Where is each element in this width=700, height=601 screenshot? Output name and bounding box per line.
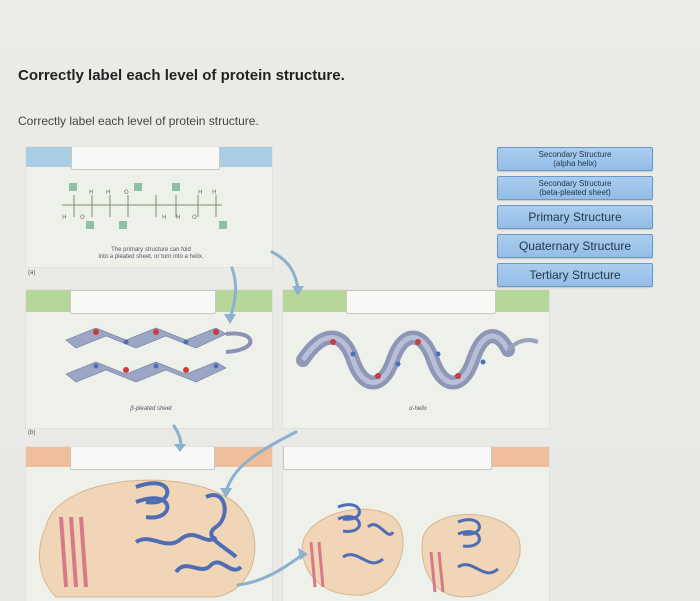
question-instruction: Correctly label each level of protein st… [18,114,259,128]
svg-text:H: H [106,189,111,196]
svg-text:O: O [192,214,197,221]
arrow-primary-to-alpha [270,250,300,292]
svg-text:H: H [89,189,94,196]
beta-caption: β-pleated sheet [130,406,172,412]
panel-beta-sheet: β-pleated sheet [26,290,272,428]
drop-zone-tertiary[interactable] [70,447,215,470]
label-primary[interactable]: Primary Structure [497,205,653,229]
label-line2: (beta-pleated sheet) [539,188,611,197]
beta-sheet-illustration [65,327,253,383]
panel-alpha-helix: α-helix [283,290,549,428]
label-secondary-beta[interactable]: Secondary Structure (beta-pleated sheet) [497,176,653,200]
label-secondary-alpha[interactable]: Secondary Structure (alpha helix) [497,147,653,171]
label-line2: (alpha helix) [553,159,597,168]
label-line1: Quaternary Structure [518,238,632,253]
label-tertiary[interactable]: Tertiary Structure [497,263,653,287]
svg-text:H: H [212,189,217,196]
alpha-caption: α-helix [409,406,427,412]
figure-tag-a: (a) [28,270,36,276]
label-line1: Primary Structure [528,209,622,224]
label-quaternary[interactable]: Quaternary Structure [497,234,653,258]
svg-text:O: O [124,189,129,196]
svg-text:H: H [162,214,167,221]
label-line1: Tertiary Structure [529,267,621,282]
amino-acid-chain-illustration: H H O H H H O H H O [62,183,227,229]
panel-quaternary [283,447,549,601]
svg-text:H: H [176,214,181,221]
panel-tertiary [26,447,272,601]
tertiary-structure-illustration [38,479,256,598]
page-title: Correctly label each level of protein st… [18,67,345,84]
svg-text:O: O [80,214,85,221]
drop-zone-beta-sheet[interactable] [70,290,216,314]
svg-text:H: H [62,214,67,221]
drop-zone-quaternary[interactable] [283,447,492,470]
drop-zone-alpha-helix[interactable] [346,290,496,314]
alpha-helix-illustration [296,329,539,390]
label-line1: Secondary Structure [538,179,612,188]
figure-tag-b: (b) [28,430,36,436]
label-line1: Secondary Structure [538,150,612,159]
arrow-beta-to-tertiary [172,424,183,450]
panel-primary: H H O H H H O H H O The primary structure can … [26,147,272,267]
primary-caption: The primary structure can fold into a pl… [98,247,204,260]
quaternary-structure-illustration [301,503,521,598]
svg-text:H: H [198,189,203,196]
drop-zone-primary[interactable] [71,147,220,170]
